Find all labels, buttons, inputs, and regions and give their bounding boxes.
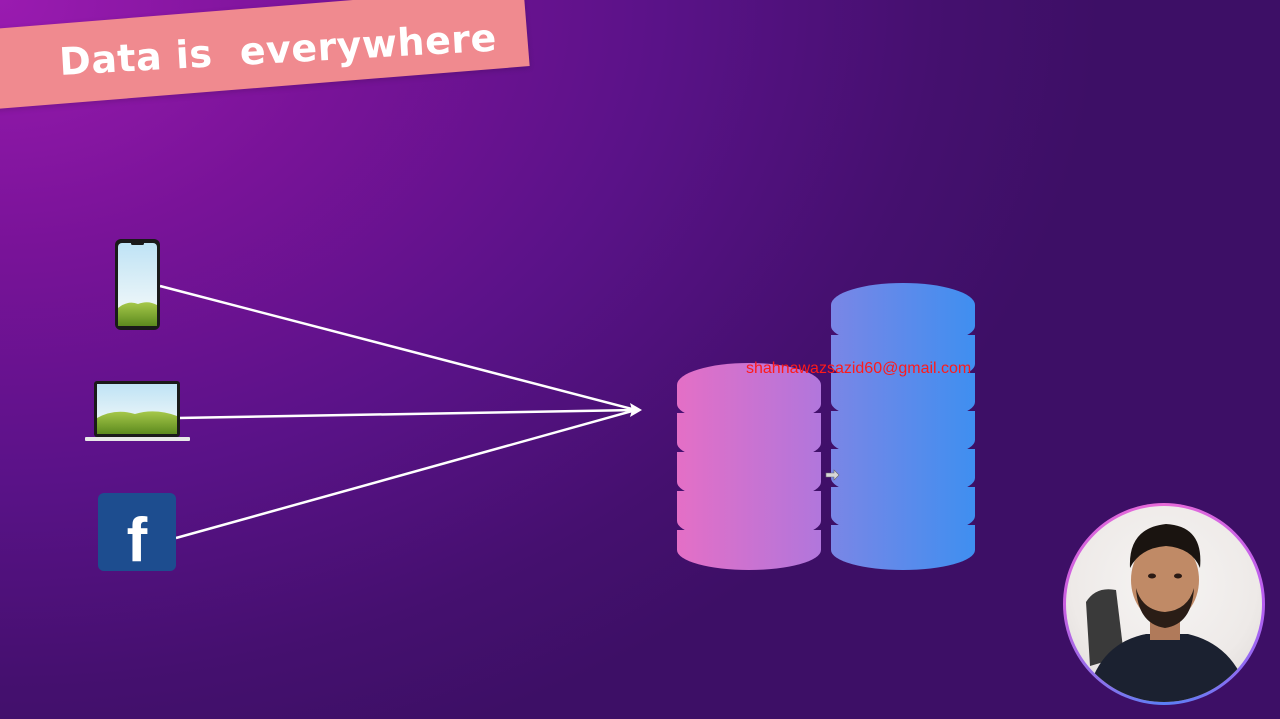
database-stack-right: [831, 283, 975, 570]
database-stack-left: [677, 363, 821, 570]
presenter-webcam: [1063, 503, 1265, 705]
facebook-icon: f: [98, 493, 176, 575]
email-watermark: shahnawazsazid60@gmail.com: [746, 360, 972, 377]
arrow-phone-to-db: [159, 284, 637, 412]
arrow-facebook-to-db: [175, 408, 637, 540]
database-icon: [677, 283, 975, 570]
arrow-laptop-to-db: [177, 408, 637, 420]
laptop-icon: [85, 381, 190, 441]
connector-arrows: [159, 284, 642, 540]
facebook-glyph: f: [127, 506, 148, 575]
smartphone-icon: [115, 239, 160, 330]
cursor-icon: [825, 469, 840, 481]
presenter-silhouette: [1086, 524, 1250, 702]
arrowhead: [630, 403, 642, 417]
presenter-video: [1066, 506, 1262, 702]
